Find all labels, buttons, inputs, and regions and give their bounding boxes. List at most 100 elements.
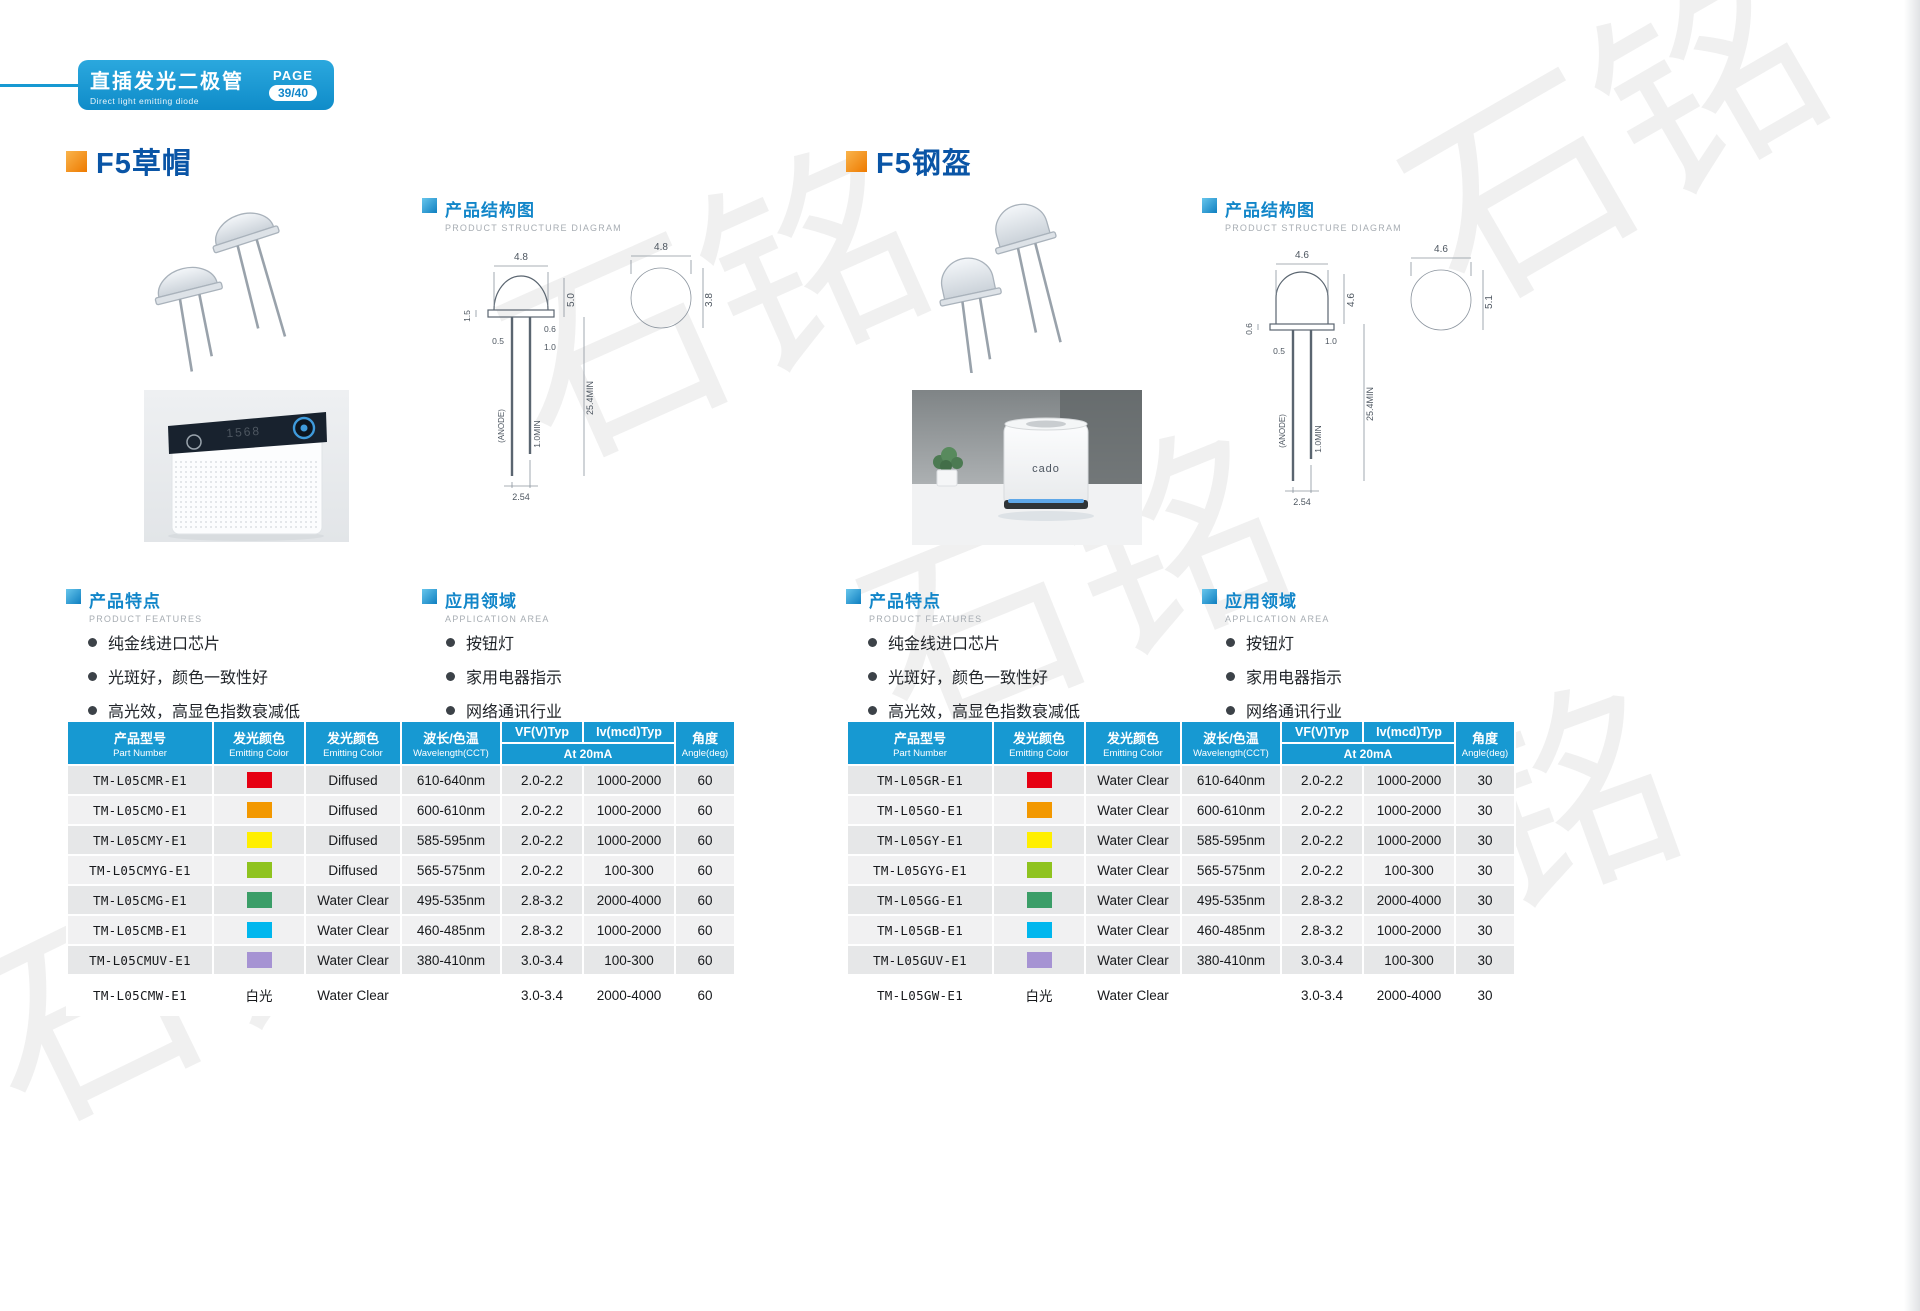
dim-pitch: 2.54 <box>512 492 530 502</box>
wavelength: 585-595nm <box>400 824 502 856</box>
helmet-led-illustration <box>939 203 1062 374</box>
feature-text: 纯金线进口芯片 <box>108 636 221 653</box>
iv-typ: 1000-2000 <box>582 794 676 826</box>
finish: Water Clear <box>1084 854 1182 886</box>
feature-text: 光斑好，颜色一致性好 <box>108 670 269 687</box>
angle: 30 <box>1454 794 1516 826</box>
feature-text: 纯金线进口芯片 <box>888 636 1001 653</box>
part-number: TM-L05GO-E1 <box>846 794 994 826</box>
straw-hat-dimension-drawing: 4.8 5.0 1.5 0.6 0.5 1.0 25.4MIN 1.0MIN (… <box>462 242 715 502</box>
col-vf: VF(V)Typ <box>500 720 584 744</box>
iv-typ: 100-300 <box>582 854 676 886</box>
features-list: 纯金线进口芯片 光斑好，颜色一致性好 高光效，高显色指数衰减低 <box>868 630 1080 732</box>
applications-label: 应用领域 APPLICATION AREA <box>1202 587 1330 624</box>
color-swatch <box>212 884 306 916</box>
finish: Diffused <box>304 794 402 826</box>
section-marker-icon <box>1202 589 1217 604</box>
feature-text: 高光效，高显色指数衰减低 <box>888 704 1081 721</box>
feature-text: 高光效，高显色指数衰减低 <box>108 704 301 721</box>
col-at-20ma: At 20mA <box>500 742 676 766</box>
applications-label-en: APPLICATION AREA <box>1225 614 1330 624</box>
feature-text: 光斑好，颜色一致性好 <box>888 670 1049 687</box>
iv-typ: 2000-4000 <box>1362 974 1456 1016</box>
angle: 60 <box>674 914 736 946</box>
color-swatch-box <box>1026 802 1052 819</box>
applications-label-cn: 应用领域 <box>445 592 517 611</box>
application-text: 网络通讯行业 <box>1246 704 1343 721</box>
finish: Water Clear <box>1084 884 1182 916</box>
dim-circle-height: 3.8 <box>704 293 715 307</box>
structure-label-en: PRODUCT STRUCTURE DIAGRAM <box>445 223 622 233</box>
helmet-dimension-drawing: 4.6 4.6 0.6 1.0 0.5 25.4MIN 1.0MIN (ANOD… <box>1244 244 1495 507</box>
iv-typ: 2000-4000 <box>582 974 676 1016</box>
finish: Water Clear <box>304 914 402 946</box>
page-subtitle: Direct light emitting diode <box>90 95 199 106</box>
vf-typ: 2.8-3.2 <box>1280 914 1364 946</box>
iv-typ: 100-300 <box>582 944 676 976</box>
dim-lead-min: 1.0MIN <box>532 420 542 447</box>
applications-label: 应用领域 APPLICATION AREA <box>422 587 550 624</box>
col-iv: Iv(mcd)Typ <box>1362 720 1456 744</box>
vf-typ: 2.0-2.2 <box>500 764 584 796</box>
vf-typ: 2.0-2.2 <box>1280 794 1364 826</box>
dim-circle-width: 4.8 <box>654 242 668 253</box>
led-product-photo <box>110 188 350 373</box>
angle: 60 <box>674 944 736 976</box>
feature-item: 光斑好，颜色一致性好 <box>868 664 1080 688</box>
section-marker-icon <box>1202 198 1217 213</box>
dim-height: 4.6 <box>1346 293 1357 307</box>
dim-height: 5.0 <box>566 293 577 307</box>
wavelength: 380-410nm <box>400 944 502 976</box>
part-number: TM-L05CMR-E1 <box>66 764 214 796</box>
part-number: TM-L05CMUV-E1 <box>66 944 214 976</box>
section-marker-icon <box>422 198 437 213</box>
applications-list: 按钮灯 家用电器指示 网络通讯行业 <box>446 630 562 732</box>
finish: Water Clear <box>1084 914 1182 946</box>
color-swatch-box <box>1026 892 1052 909</box>
vf-typ: 2.0-2.2 <box>1280 854 1364 886</box>
angle: 60 <box>674 974 736 1016</box>
bullet-icon <box>868 705 877 715</box>
application-item: 网络通讯行业 <box>446 698 562 722</box>
structure-diagram: 4.8 5.0 1.5 0.6 0.5 1.0 25.4MIN 1.0MIN (… <box>416 236 731 546</box>
finish: Water Clear <box>1084 824 1182 856</box>
color-swatch-box <box>246 922 272 939</box>
page-edge-shadow <box>1904 0 1920 1311</box>
iv-typ: 1000-2000 <box>1362 764 1456 796</box>
straw-hat-led-illustration <box>154 212 287 372</box>
iv-typ: 1000-2000 <box>1362 794 1456 826</box>
part-number: TM-L05GR-E1 <box>846 764 994 796</box>
color-swatch: 白光 <box>212 974 306 1016</box>
bullet-icon <box>446 637 455 647</box>
dim-10: 1.0 <box>1325 336 1337 346</box>
section-marker-icon <box>846 589 861 604</box>
features-list: 纯金线进口芯片 光斑好，颜色一致性好 高光效，高显色指数衰减低 <box>88 630 300 732</box>
angle: 30 <box>1454 764 1516 796</box>
humidifier-brand-text: cado <box>1032 463 1060 475</box>
wavelength: 600-610nm <box>1180 794 1282 826</box>
part-number: TM-L05CMB-E1 <box>66 914 214 946</box>
wavelength: 460-485nm <box>400 914 502 946</box>
color-swatch-box <box>246 832 272 849</box>
section-title-text: F5草帽 <box>96 148 192 180</box>
bullet-icon <box>88 705 97 715</box>
wavelength: 380-410nm <box>1180 944 1282 976</box>
angle: 30 <box>1454 884 1516 916</box>
section-marker-icon <box>846 150 867 172</box>
part-number: TM-L05GYG-E1 <box>846 854 994 886</box>
features-label-cn: 产品特点 <box>869 592 941 611</box>
part-number: TM-L05GUV-E1 <box>846 944 994 976</box>
